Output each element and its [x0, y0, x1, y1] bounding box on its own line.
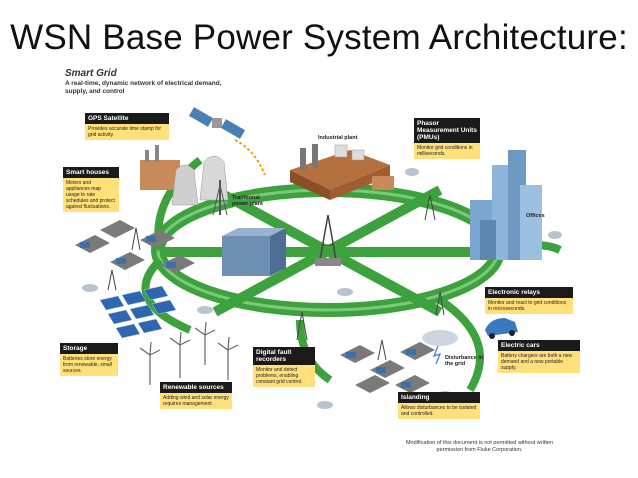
label-offices: Offices: [526, 213, 545, 219]
callout-pmu-text: Monitor grid conditions in milliseconds.: [414, 143, 480, 159]
smart-houses-icon: [75, 220, 195, 273]
callout-cars-text: Battery chargers are both a new demand a…: [498, 351, 580, 373]
offices-skyscrapers-icon: [470, 150, 542, 260]
label-traditional-power-plant: Traditional power plant: [232, 195, 263, 207]
callout-storage: Storage Batteries store energy from rene…: [60, 343, 118, 376]
diagram-title: Smart Grid: [65, 68, 117, 79]
callout-gps-title: GPS Satellite: [85, 113, 169, 124]
callout-renewable-sources: Renewable sources Adding wind and solar …: [160, 382, 232, 409]
callout-storage-text: Batteries store energy from renewable, s…: [60, 354, 118, 376]
transmission-towers-icon: [107, 194, 445, 361]
solar-panels-icon: [99, 285, 177, 339]
callout-storage-title: Storage: [60, 343, 118, 354]
callout-relays-text: Monitor and react to grid conditions in …: [485, 298, 573, 314]
apartment-building-icon: [222, 228, 286, 276]
callout-gps-text: Provides accurate time stamp for grid ac…: [85, 124, 169, 140]
callout-smart-houses: Smart houses Meters and appliances map u…: [63, 167, 119, 212]
copyright-footer: Modification of this document is not per…: [405, 440, 554, 453]
callout-digital-fault-recorders: Digital fault recorders Monitor and dete…: [253, 347, 315, 387]
callout-renewable-title: Renewable sources: [160, 382, 232, 393]
callout-electric-cars: Electric cars Battery chargers are both …: [498, 340, 580, 373]
callout-pmu: Phasor Measurement Units (PMUs) Monitor …: [414, 118, 480, 159]
gps-satellite-icon: [188, 107, 266, 176]
callout-houses-title: Smart houses: [63, 167, 119, 178]
callout-islanding-text: Allows disturbances to be isolated and c…: [398, 403, 480, 419]
slide-title: WSN Base Power System Architecture:: [10, 18, 628, 57]
callout-relays-title: Electronic relays: [485, 287, 573, 298]
islanding-houses-icon: [340, 342, 435, 393]
callout-dfr-text: Monitor and detect problems, enabling co…: [253, 365, 315, 387]
callout-houses-text: Meters and appliances map usage to rate …: [63, 178, 119, 212]
industrial-plant-icon: [290, 144, 394, 200]
callout-cars-title: Electric cars: [498, 340, 580, 351]
wind-turbines-icon: [139, 321, 239, 385]
callout-electronic-relays: Electronic relays Monitor and react to g…: [485, 287, 573, 314]
callout-islanding: Islanding Allows disturbances to be isol…: [398, 392, 480, 419]
label-disturbance: Disturbance in the grid: [445, 355, 484, 367]
callout-renewable-text: Adding wind and solar energy requires ma…: [160, 393, 232, 409]
callout-pmu-title: Phasor Measurement Units (PMUs): [414, 118, 480, 143]
diagram-subtitle: A real-time, dynamic network of electric…: [65, 80, 222, 95]
traditional-power-plant-icon: [140, 145, 229, 216]
callout-gps-satellite: GPS Satellite Provides accurate time sta…: [85, 113, 169, 140]
disturbance-cloud-icon: [422, 330, 458, 365]
label-industrial-plant: Industrial plant: [318, 135, 358, 141]
callout-islanding-title: Islanding: [398, 392, 480, 403]
electric-car-icon: [485, 318, 518, 339]
callout-dfr-title: Digital fault recorders: [253, 347, 315, 365]
central-tower-icon: [315, 214, 341, 266]
